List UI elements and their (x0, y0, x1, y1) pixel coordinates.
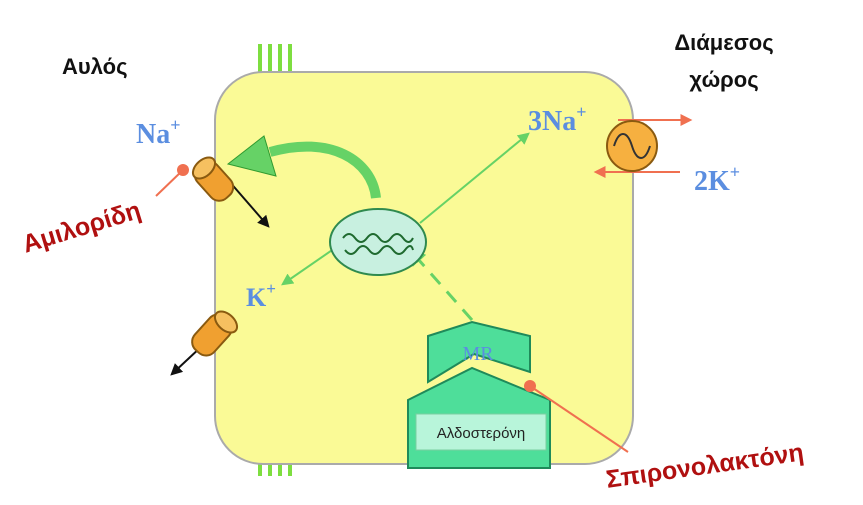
k-channel-icon (170, 310, 239, 376)
aldosterone-label: Αλδοστερόνη (437, 425, 526, 442)
lumen-label: Αυλός (62, 54, 128, 79)
dna-strand-icon (342, 233, 414, 243)
arrow-to-pump (419, 132, 530, 224)
k-pump-label: 2K+ (694, 162, 740, 197)
amiloride-line (155, 169, 184, 197)
curved-arrow-to-channel (268, 141, 381, 199)
nucleus (329, 208, 427, 276)
dashed-arrow-mr-to-nucleus (407, 247, 474, 321)
curved-arrow-head (226, 135, 277, 177)
k-cell-label: K+ (246, 279, 276, 312)
interstitial-label-line2: χώρος (689, 67, 758, 92)
arrow-to-k (281, 245, 339, 286)
spironolactone-dot (524, 380, 536, 392)
na-channel-icon (191, 156, 270, 228)
na-k-pump-icon (593, 114, 693, 178)
aldosterone-label-box (415, 413, 547, 451)
na-pump-label: 3Na+ (528, 102, 587, 137)
amiloride-label: Αμιλορίδη (19, 196, 144, 258)
spironolactone-line (529, 385, 629, 453)
spironolactone-label: Σπιρονολακτόνη (604, 438, 805, 493)
amiloride-dot (177, 164, 189, 176)
mr-label: MR (462, 343, 494, 365)
na-lumen-label: Na+ (136, 115, 181, 150)
dna-strand-icon (344, 245, 414, 255)
interstitial-label-line1: Διάμεσος (674, 30, 773, 55)
mr-receptor (427, 320, 531, 384)
